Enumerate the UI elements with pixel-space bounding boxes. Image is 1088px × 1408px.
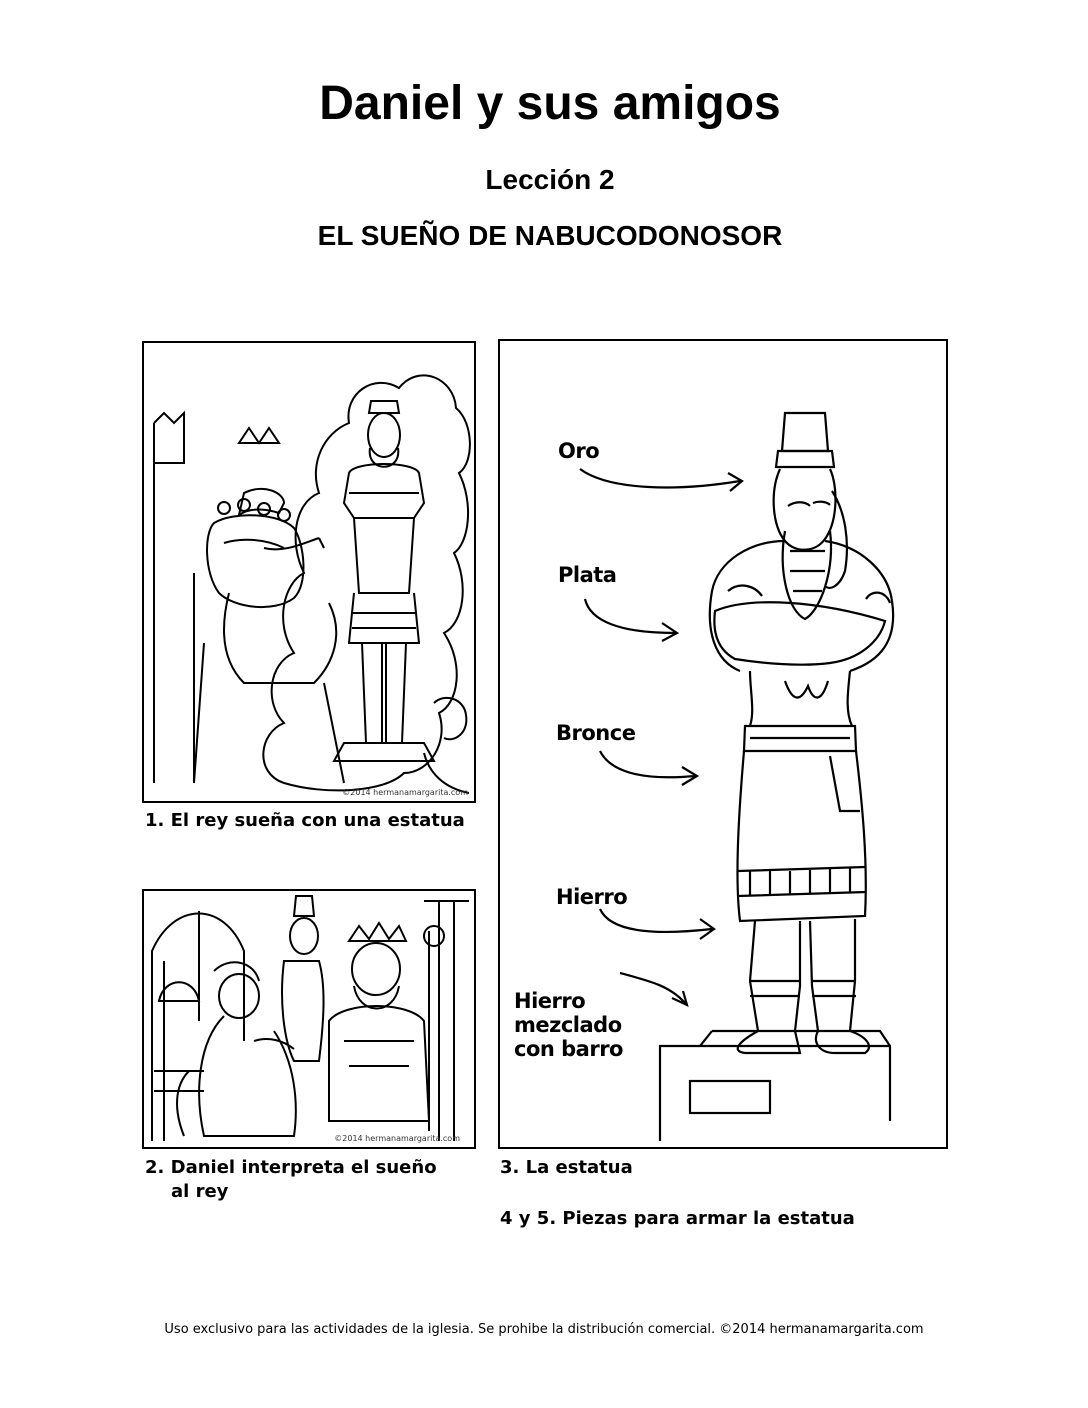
- panel1-copyright: ©2014 hermanamargarita.com: [342, 788, 468, 797]
- label-bronze: Bronce: [556, 721, 636, 745]
- arrow-iron-icon: [598, 908, 716, 940]
- panel2-caption: 2. Daniel interpreta el sueño al rey: [145, 1156, 437, 1204]
- daniel-interprets-illustration: [151, 895, 469, 1141]
- arrow-silver-icon: [583, 598, 680, 642]
- label-silver: Plata: [558, 563, 617, 587]
- statue-illustration: [579, 411, 895, 1141]
- panel-king-dream: ©2014 hermanamargarita.com: [142, 341, 476, 803]
- label-gold: Oro: [558, 439, 600, 463]
- panel2-copyright: ©2014 hermanamargarita.com: [334, 1134, 460, 1143]
- panel-statue: Oro Plata Bronce Hierro Hierro mezclado …: [498, 339, 948, 1149]
- arrow-bronze-icon: [599, 750, 700, 786]
- arrow-gold-icon: [579, 468, 744, 492]
- panel1-caption: 1. El rey sueña con una estatua: [145, 810, 465, 831]
- page-title: Daniel y sus amigos: [319, 77, 781, 130]
- panel2-caption-line2: al rey: [171, 1181, 229, 1202]
- label-iron-clay-line3: con barro: [514, 1037, 623, 1061]
- footer-copyright: Uso exclusivo para las actividades de la…: [164, 1322, 924, 1337]
- lesson-subtitle: EL SUEÑO DE NABUCODONOSOR: [317, 220, 783, 251]
- panel2-caption-line1: 2. Daniel interpreta el sueño: [145, 1157, 437, 1178]
- king-dream-illustration: [153, 374, 471, 794]
- lesson-number: Lección 2: [485, 164, 615, 195]
- label-iron-clay-line1: Hierro: [514, 989, 586, 1013]
- pieces-caption: 4 y 5. Piezas para armar la estatua: [500, 1208, 855, 1229]
- label-iron-clay: Hierro mezclado con barro: [514, 989, 623, 1061]
- label-iron-clay-line2: mezclado: [514, 1013, 622, 1037]
- panel3-caption: 3. La estatua: [500, 1157, 633, 1178]
- panel-daniel-interprets: ©2014 hermanamargarita.com: [142, 889, 476, 1149]
- label-iron: Hierro: [556, 885, 628, 909]
- arrow-iron-clay-icon: [619, 971, 689, 1008]
